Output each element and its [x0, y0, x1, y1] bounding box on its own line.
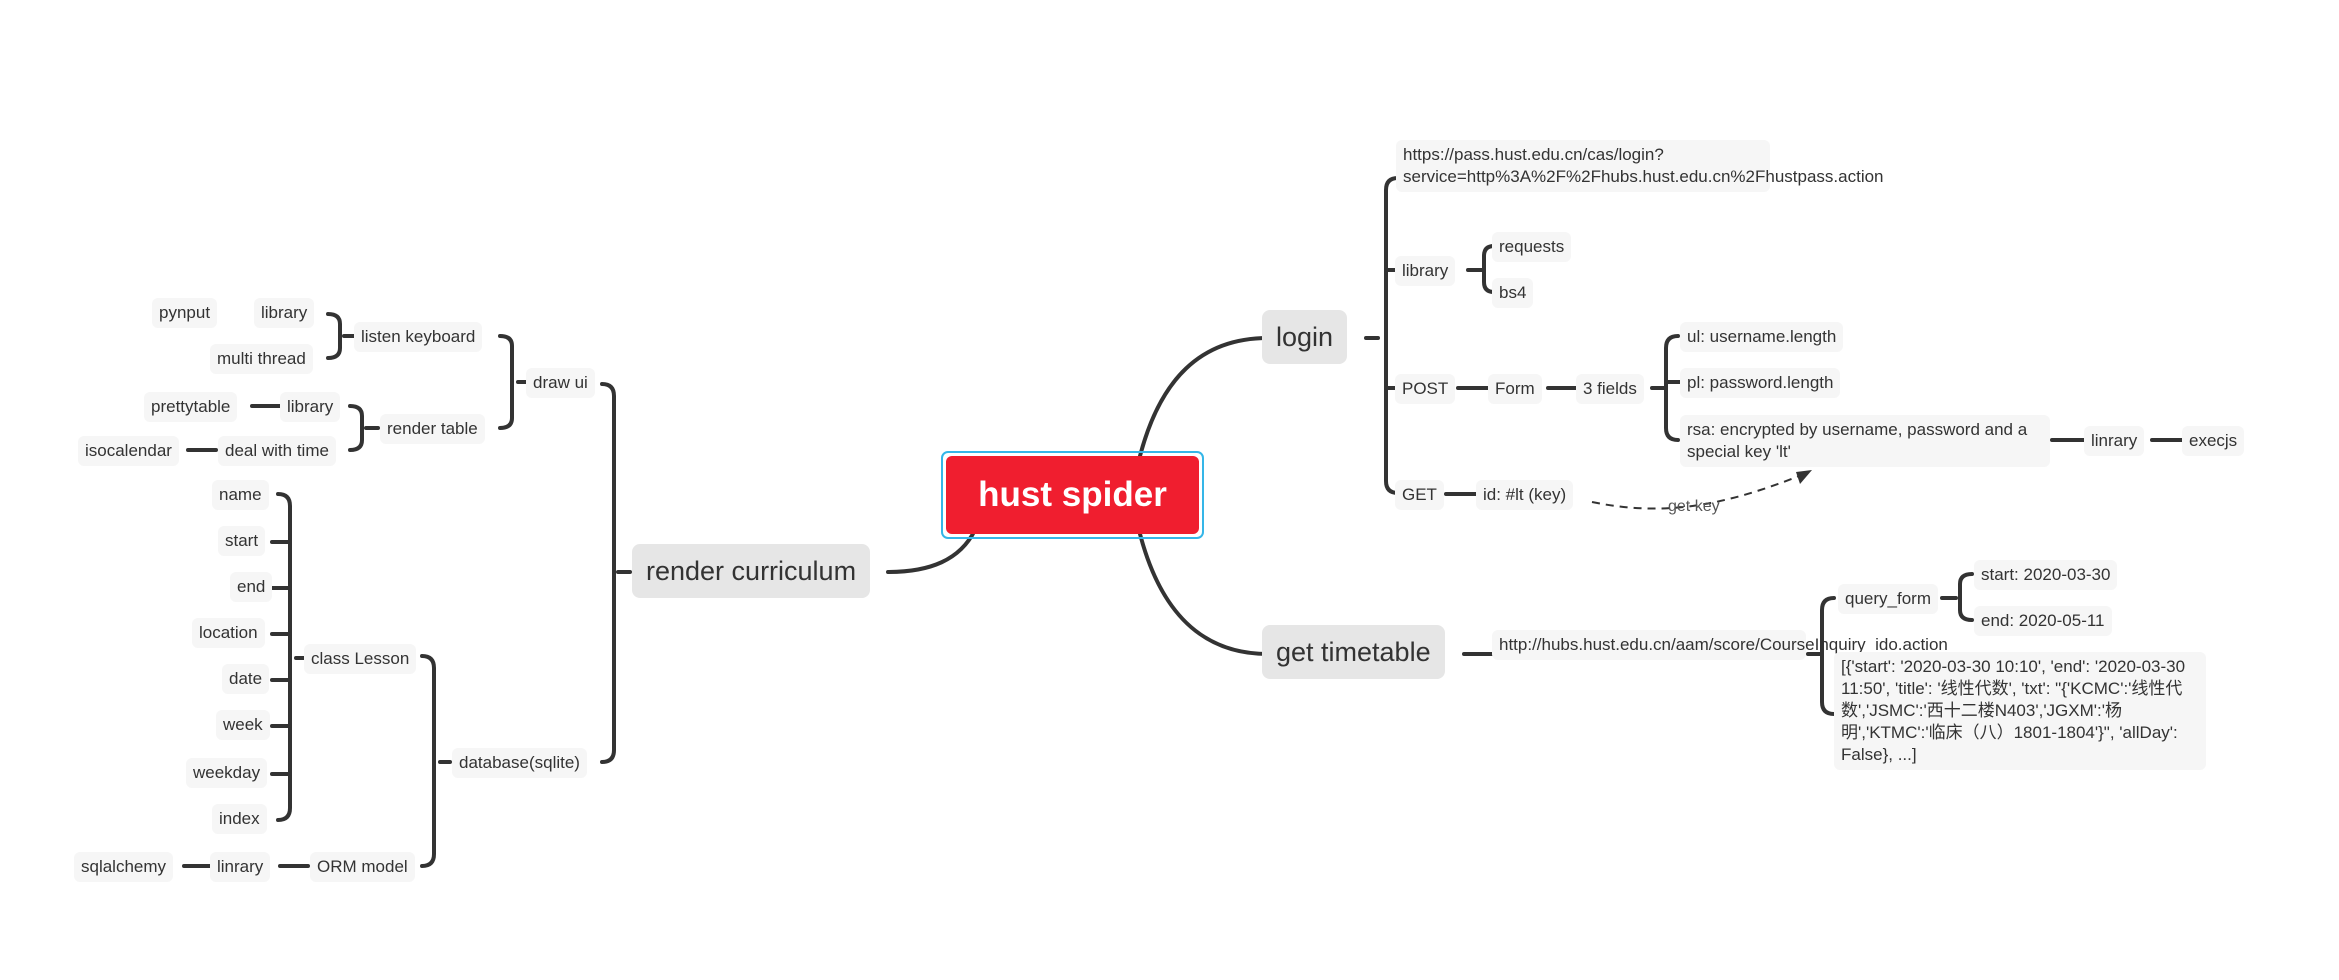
render-table-node[interactable]: render table: [380, 414, 485, 444]
query-end-node[interactable]: end: 2020-05-11: [1974, 606, 2112, 636]
login-node[interactable]: login: [1262, 310, 1348, 364]
get-timetable-node[interactable]: get timetable: [1262, 625, 1445, 679]
orm-model-node[interactable]: ORM model: [310, 852, 415, 882]
render-curriculum-node[interactable]: render curriculum: [632, 544, 871, 598]
rsa-linrary-node[interactable]: linrary: [2084, 426, 2145, 456]
login-library-node[interactable]: library: [1395, 256, 1456, 286]
query-form-node[interactable]: query_form: [1838, 584, 1938, 614]
field-week-node[interactable]: week: [216, 710, 270, 740]
rsa-field-node[interactable]: rsa: encrypted by username, password and…: [1680, 415, 2050, 467]
requests-node[interactable]: requests: [1492, 232, 1572, 262]
field-location-node[interactable]: location: [192, 618, 265, 648]
draw-ui-node[interactable]: draw ui: [526, 368, 595, 398]
field-end-node[interactable]: end: [230, 572, 273, 602]
get-node[interactable]: GET: [1395, 480, 1444, 510]
timetable-url-node[interactable]: http://hubs.hust.edu.cn/aam/score/Course…: [1492, 630, 1948, 660]
deal-with-time-node[interactable]: deal with time: [218, 436, 336, 466]
pynput-node[interactable]: pynput: [152, 298, 218, 328]
post-node[interactable]: POST: [1395, 374, 1456, 404]
field-start-node[interactable]: start: [218, 526, 266, 556]
field-index-node[interactable]: index: [212, 804, 267, 834]
sqlalchemy-node[interactable]: sqlalchemy: [74, 852, 174, 882]
field-date-node[interactable]: date: [222, 664, 270, 694]
login-url-node[interactable]: https://pass.hust.edu.cn/cas/login?servi…: [1396, 140, 1884, 192]
ul-field-node[interactable]: ul: username.length: [1680, 322, 1844, 352]
table-library-node[interactable]: library: [280, 392, 341, 422]
listen-keyboard-node[interactable]: listen keyboard: [354, 322, 483, 352]
pl-field-node[interactable]: pl: password.length: [1680, 368, 1841, 398]
root-selection-frame: [941, 451, 1204, 539]
root-node[interactable]: hust spider: [946, 456, 1199, 534]
three-fields-node[interactable]: 3 fields: [1576, 374, 1644, 404]
execjs-node[interactable]: execjs: [2182, 426, 2245, 456]
database-node[interactable]: database(sqlite): [452, 748, 587, 778]
bs4-node[interactable]: bs4: [1492, 278, 1534, 308]
prettytable-node[interactable]: prettytable: [144, 392, 238, 422]
lt-key-node[interactable]: id: #lt (key): [1476, 480, 1574, 510]
form-node[interactable]: Form: [1488, 374, 1542, 404]
query-start-node[interactable]: start: 2020-03-30: [1974, 560, 2118, 590]
timetable-result-node[interactable]: [{'start': '2020-03-30 10:10', 'end': '2…: [1834, 652, 2206, 770]
field-name-node[interactable]: name: [212, 480, 269, 510]
isocalendar-node[interactable]: isocalendar: [78, 436, 179, 466]
multi-thread-node[interactable]: multi thread: [210, 344, 313, 374]
keyboard-library-node[interactable]: library: [254, 298, 315, 328]
get-key-label: get key: [1668, 498, 1720, 515]
class-lesson-node[interactable]: class Lesson: [304, 644, 417, 674]
field-weekday-node[interactable]: weekday: [186, 758, 268, 788]
orm-linrary-node[interactable]: linrary: [210, 852, 271, 882]
